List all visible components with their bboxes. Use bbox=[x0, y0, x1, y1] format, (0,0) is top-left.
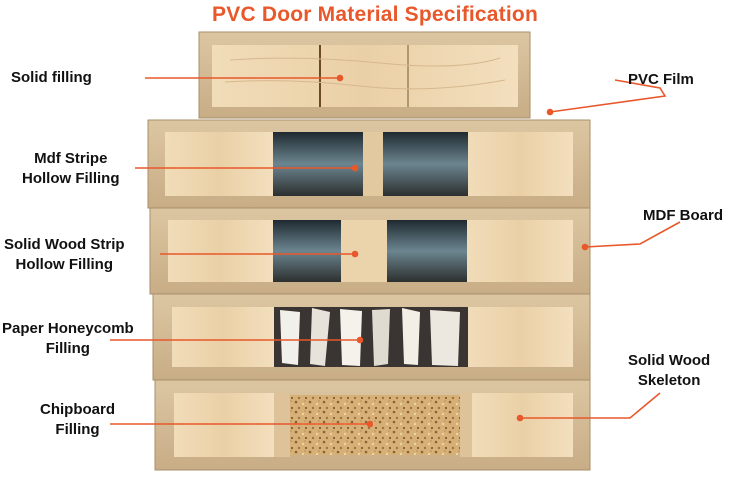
mdf-board-pointer-dot bbox=[581, 243, 589, 251]
label-mdf-stripe-line-2: Hollow Filling bbox=[22, 170, 120, 187]
label-solid-wood-skeleton: Solid Wood Skeleton bbox=[628, 351, 710, 391]
label-chipboard-line-2: Filling bbox=[55, 421, 100, 438]
pvc-film-pointer bbox=[549, 79, 667, 113]
label-paper-honeycomb-line-1: Paper Honeycomb bbox=[2, 320, 134, 337]
label-paper-honeycomb-line-2: Filling bbox=[45, 340, 90, 357]
solid-wood-skeleton-pointer-dot bbox=[516, 414, 524, 422]
mdf-board-pointer bbox=[584, 221, 681, 248]
label-mdf-board: MDF Board bbox=[643, 206, 723, 226]
label-solid-wood-skeleton-line-1: Solid Wood bbox=[628, 352, 711, 369]
solid-wood-strip-row bbox=[149, 207, 591, 295]
pvc-film-pointer-dot bbox=[546, 108, 554, 116]
label-pvc-film-line-1: PVC Film bbox=[628, 71, 694, 88]
solid-wood-strip-pointer-dot bbox=[351, 250, 359, 258]
chipboard-pointer-dot bbox=[366, 420, 374, 428]
label-solid-filling-line-1: Solid filling bbox=[11, 69, 92, 86]
label-solid-wood-strip-line-1: Solid Wood Strip bbox=[4, 236, 125, 253]
label-solid-wood-strip-hollow-filling: Solid Wood Strip Hollow Filling bbox=[4, 235, 125, 275]
chipboard-row bbox=[154, 379, 591, 471]
label-pvc-film: PVC Film bbox=[628, 70, 694, 90]
label-solid-wood-strip-line-2: Hollow Filling bbox=[15, 256, 114, 273]
diagram-title: PVC Door Material Specification bbox=[212, 3, 538, 26]
solid-filling-pointer-dot bbox=[336, 74, 344, 82]
label-paper-honeycomb-filling: Paper Honeycomb Filling bbox=[2, 319, 134, 359]
label-mdf-stripe-line-1: Mdf Stripe bbox=[34, 150, 108, 167]
paper-honeycomb-row bbox=[152, 293, 591, 381]
label-chipboard-filling: Chipboard Filling bbox=[40, 400, 115, 440]
mdf-stripe-row bbox=[147, 119, 591, 209]
mdf-stripe-pointer-dot bbox=[351, 164, 359, 172]
label-solid-wood-skeleton-line-2: Skeleton bbox=[637, 372, 701, 389]
solid-wood-skeleton-pointer bbox=[520, 392, 661, 419]
paper-honeycomb-pointer-dot bbox=[356, 336, 364, 344]
label-mdf-stripe-hollow-filling: Mdf Stripe Hollow Filling bbox=[22, 149, 120, 189]
solid-filling-panel bbox=[198, 31, 531, 119]
label-mdf-board-line-1: MDF Board bbox=[643, 207, 723, 224]
label-chipboard-line-1: Chipboard bbox=[40, 401, 115, 418]
label-solid-filling: Solid filling bbox=[11, 68, 92, 88]
